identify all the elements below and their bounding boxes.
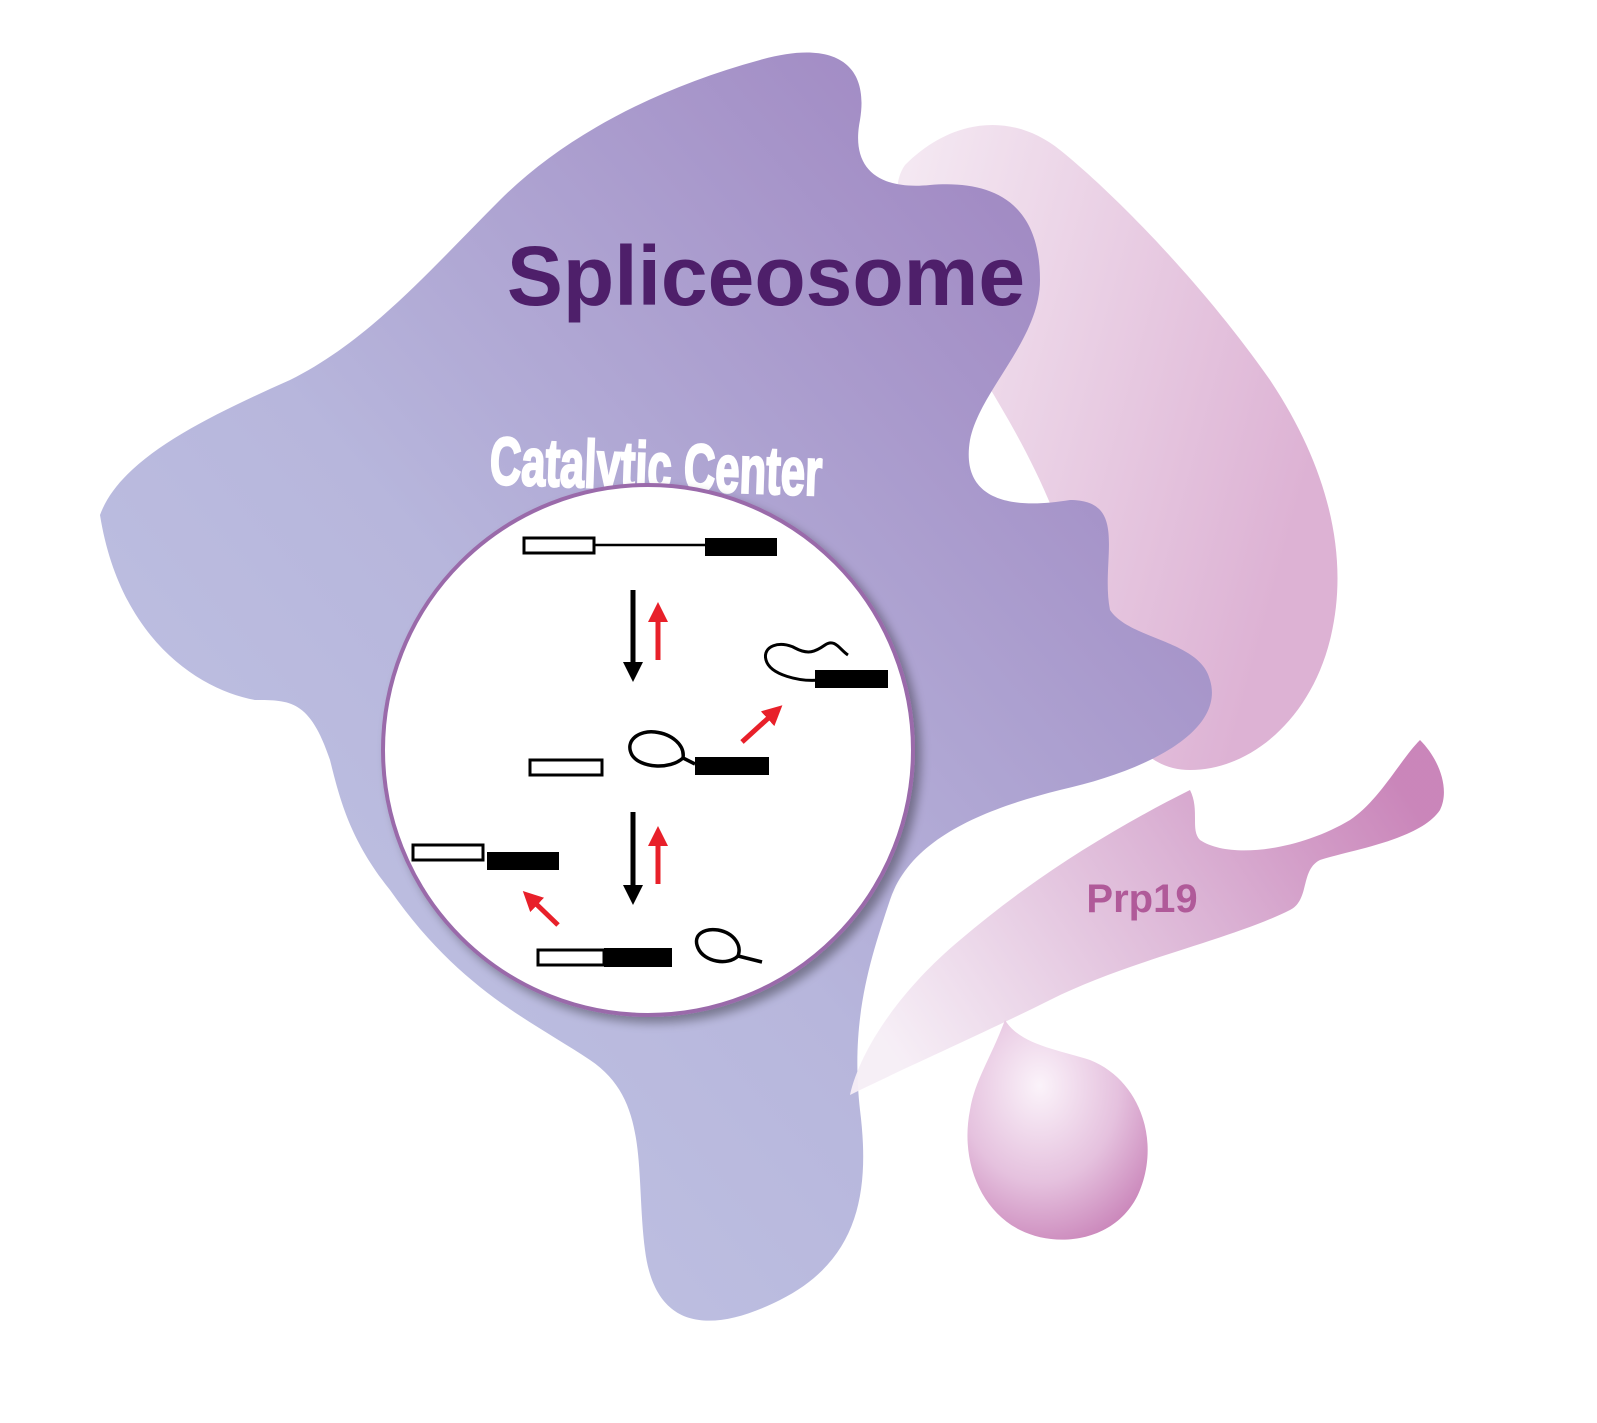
- catalytic-center: [383, 485, 913, 1015]
- exon2-filled-box: [705, 538, 777, 556]
- exon2-lariat-box: [695, 757, 769, 775]
- exon2-right-box: [815, 670, 888, 688]
- exon1-left-box: [413, 845, 483, 860]
- exon2-left-box: [487, 852, 559, 870]
- mrna-exon2-box: [604, 948, 672, 967]
- spliceosome-title: Spliceosome: [507, 229, 1025, 323]
- catalytic-circle: [383, 485, 913, 1015]
- prp19-label: Prp19: [1086, 877, 1197, 921]
- exon1-open-box: [524, 538, 594, 553]
- prp19-ball: [967, 1020, 1147, 1240]
- mrna-exon1-box: [538, 950, 604, 965]
- exon1-free-box: [530, 760, 602, 775]
